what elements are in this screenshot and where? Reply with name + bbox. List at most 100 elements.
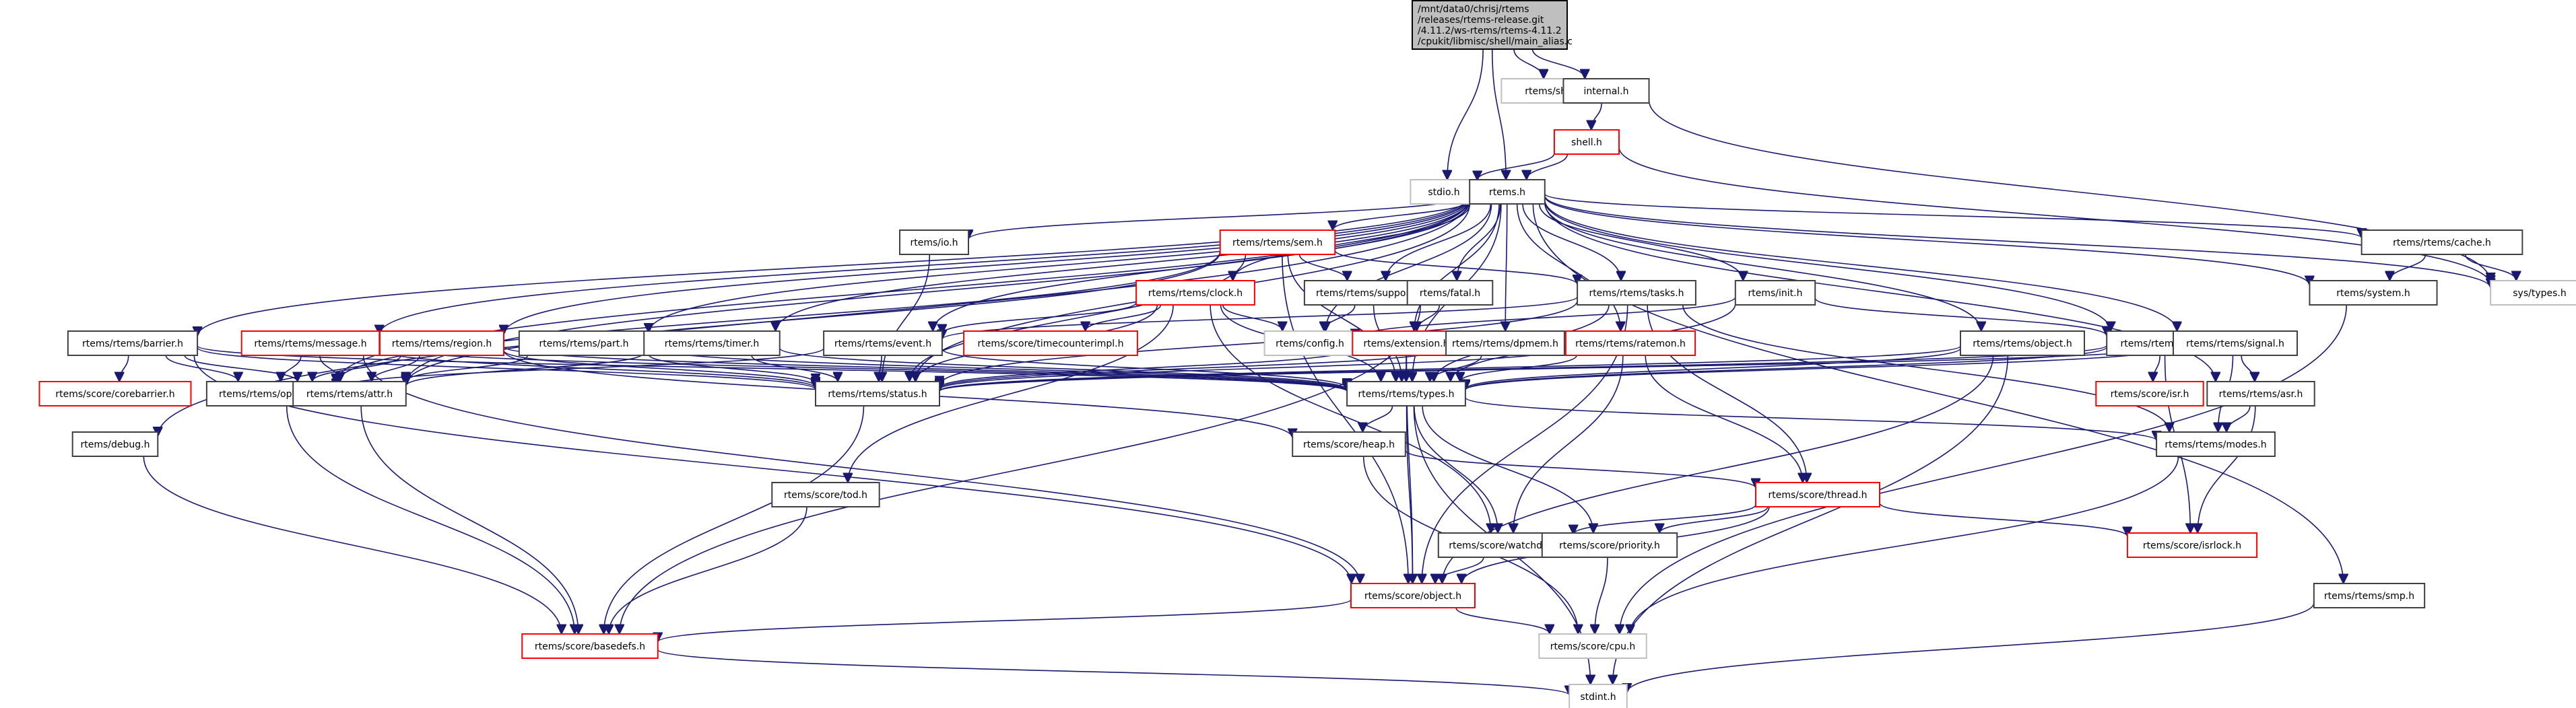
graph-node-basedefs-h[interactable]: rtems/score/basedefs.h bbox=[521, 633, 659, 659]
edge-thread-h-to-priority-h bbox=[1659, 506, 1769, 534]
node-box bbox=[1577, 280, 1696, 306]
edge-rtems-h-to-signal-h bbox=[1544, 199, 2177, 331]
node-box bbox=[67, 330, 199, 356]
graph-node-isrlock-h[interactable]: rtems/score/isrlock.h bbox=[2126, 532, 2258, 558]
graph-node-root[interactable]: /mnt/data0/chrisj/rtems/releases/rtems-r… bbox=[1412, 0, 1573, 50]
graph-node-object-h[interactable]: rtems/rtems/object.h bbox=[1960, 330, 2085, 356]
edge-init-h-to-intr-h bbox=[1814, 297, 2107, 337]
graph-node-tod-h[interactable]: rtems/score/tod.h bbox=[771, 482, 880, 507]
node-label: rtems/rtems/support.h bbox=[1316, 288, 1422, 299]
graph-node-dpmem-h[interactable]: rtems/rtems/dpmem.h bbox=[1445, 330, 1565, 356]
node-box bbox=[292, 381, 407, 406]
node-box bbox=[1292, 431, 1406, 457]
graph-node-init-h[interactable]: rtems/init.h bbox=[1734, 280, 1816, 306]
graph-node-part-h[interactable]: rtems/rtems/part.h bbox=[518, 330, 650, 356]
edge-clock-h-to-tod-h bbox=[848, 304, 1174, 483]
graph-node-extension-h[interactable]: rtems/extension.h bbox=[1352, 330, 1461, 356]
graph-node-attr-h[interactable]: rtems/rtems/attr.h bbox=[292, 381, 407, 406]
edge-rtems-h-to-smp-h bbox=[1532, 203, 2343, 583]
graph-node-clock-h[interactable]: rtems/rtems/clock.h bbox=[1135, 280, 1255, 306]
graph-node-thread-h[interactable]: rtems/score/thread.h bbox=[1755, 482, 1880, 507]
edge-rtems-h-to-systypes-h bbox=[1544, 195, 2490, 289]
node-label: rtems/score/priority.h bbox=[1559, 540, 1660, 551]
node-label: rtems/debug.h bbox=[81, 439, 150, 450]
graph-node-internal-h[interactable]: internal.h bbox=[1562, 78, 1650, 104]
edges-layer bbox=[119, 48, 2516, 696]
edge-priority-h-to-cpu-h bbox=[1595, 557, 1608, 634]
node-label: rtems/score/object.h bbox=[1364, 591, 1461, 602]
graph-node-smp-h[interactable]: rtems/rtems/smp.h bbox=[2313, 583, 2426, 608]
graph-node-types-h[interactable]: rtems/rtems/types.h bbox=[1346, 381, 1466, 406]
node-box bbox=[1135, 280, 1255, 306]
node-box bbox=[815, 381, 940, 406]
graph-node-heap-h[interactable]: rtems/score/heap.h bbox=[1292, 431, 1406, 457]
graph-node-io-h[interactable]: rtems/io.h bbox=[899, 229, 969, 255]
edge-clock-h-to-timecounterimpl-h bbox=[1086, 304, 1162, 332]
edge-ratemon-h-to-thread-h bbox=[1645, 355, 1803, 483]
edge-rtems-h-to-timer-h bbox=[775, 199, 1470, 331]
edge-system-h-to-cpu-h bbox=[1620, 304, 2348, 634]
node-label: internal.h bbox=[1583, 86, 1628, 97]
edge-root-to-rtems-h bbox=[1491, 48, 1506, 180]
graph-node-timer-h[interactable]: rtems/rtems/timer.h bbox=[643, 330, 781, 356]
edge-region-h-to-status-h bbox=[503, 349, 816, 388]
edge-rtems-h-to-object-h bbox=[1544, 203, 1981, 331]
edge-event-h-to-status-h bbox=[879, 355, 882, 382]
node-label: rtems/score/timecounterimpl.h bbox=[978, 339, 1124, 349]
node-label: rtems/score/basedefs.h bbox=[535, 641, 645, 652]
node-box bbox=[1412, 0, 1568, 50]
edge-status-h-to-basedefs-h bbox=[603, 405, 865, 634]
edge-options-h-to-basedefs-h bbox=[286, 405, 575, 634]
graph-node-asr-h[interactable]: rtems/rtems/asr.h bbox=[2206, 381, 2315, 406]
edge-root-to-shell-h-sys bbox=[1513, 48, 1544, 79]
graph-node-status-h[interactable]: rtems/rtems/status.h bbox=[815, 381, 940, 406]
graph-node-stdio-h[interactable]: stdio.h bbox=[1410, 179, 1478, 205]
graph-node-shell-h[interactable]: shell.h bbox=[1553, 129, 1620, 155]
graph-node-corebarrier-h[interactable]: rtems/score/corebarrier.h bbox=[38, 381, 192, 406]
graph-node-timecounterimpl-h[interactable]: rtems/score/timecounterimpl.h bbox=[963, 330, 1138, 356]
edge-tasks-h-to-scoreobject-h bbox=[1422, 304, 1628, 583]
graph-node-region-h[interactable]: rtems/rtems/region.h bbox=[379, 330, 504, 356]
graph-node-stdint-h[interactable]: stdint.h bbox=[1568, 684, 1628, 708]
node-label: rtems/rtems/smp.h bbox=[2324, 591, 2414, 602]
edge-types-h-to-watchdog-h bbox=[1414, 405, 1498, 533]
graph-node-priority-h[interactable]: rtems/score/priority.h bbox=[1541, 532, 1678, 558]
node-box bbox=[1734, 280, 1816, 306]
graph-node-signal-h[interactable]: rtems/rtems/signal.h bbox=[2173, 330, 2298, 356]
edge-support-h-to-config-h bbox=[1324, 304, 1356, 332]
edge-types-h-to-scoreobject-h bbox=[1406, 405, 1413, 583]
graph-node-system-h[interactable]: rtems/system.h bbox=[2309, 280, 2438, 306]
graph-node-scoreobject-h[interactable]: rtems/score/object.h bbox=[1350, 583, 1476, 608]
edge-root-to-internal-h bbox=[1531, 48, 1585, 79]
edge-root-to-stdio-h bbox=[1447, 48, 1484, 180]
graph-node-fatal-h[interactable]: rtems/fatal.h bbox=[1406, 280, 1494, 306]
edge-barrier-h-to-corebarrier-h bbox=[119, 355, 129, 382]
graph-node-isr-h[interactable]: rtems/score/isr.h bbox=[2095, 381, 2204, 406]
graph-node-config-h[interactable]: rtems/config.h bbox=[1263, 330, 1356, 356]
node-label: rtems/rtems/cache.h bbox=[2393, 238, 2491, 248]
graph-node-cache-h[interactable]: rtems/rtems/cache.h bbox=[2360, 229, 2523, 255]
graph-node-sem-h[interactable]: rtems/rtems/sem.h bbox=[1219, 229, 1336, 255]
edge-shell-h-to-rtems-h bbox=[1527, 153, 1568, 180]
edge-watchdog-h-to-scoreobject-h bbox=[1435, 557, 1484, 584]
graph-node-tasks-h[interactable]: rtems/rtems/tasks.h bbox=[1577, 280, 1696, 306]
graph-node-rtems-h[interactable]: rtems.h bbox=[1469, 179, 1546, 205]
graph-node-barrier-h[interactable]: rtems/rtems/barrier.h bbox=[67, 330, 199, 356]
graph-node-message-h[interactable]: rtems/rtems/message.h bbox=[240, 330, 381, 356]
graph-node-debug-h[interactable]: rtems/debug.h bbox=[71, 431, 159, 457]
graph-node-cpu-h[interactable]: rtems/score/cpu.h bbox=[1538, 633, 1647, 659]
edge-barrier-h-to-attr-h bbox=[184, 355, 297, 382]
edge-asr-h-to-isrlock-h bbox=[2198, 405, 2256, 533]
edge-asr-h-to-modes-h bbox=[2226, 405, 2251, 433]
edge-cache-h-to-system-h bbox=[2389, 254, 2426, 281]
node-box bbox=[1562, 78, 1650, 104]
graph-node-event-h[interactable]: rtems/rtems/event.h bbox=[823, 330, 943, 356]
node-label: rtems/rtems/asr.h bbox=[2219, 389, 2303, 400]
edge-sem-h-to-types-h bbox=[1287, 254, 1395, 382]
edge-sem-h-to-options-h bbox=[336, 250, 1221, 384]
nodes-layer: /mnt/data0/chrisj/rtems/releases/rtems-r… bbox=[38, 0, 2576, 708]
graph-node-ratemon-h[interactable]: rtems/rtems/ratemon.h bbox=[1564, 330, 1696, 356]
graph-node-systypes-h[interactable]: sys/types.h bbox=[2490, 280, 2576, 306]
graph-node-modes-h[interactable]: rtems/rtems/modes.h bbox=[2156, 431, 2276, 457]
